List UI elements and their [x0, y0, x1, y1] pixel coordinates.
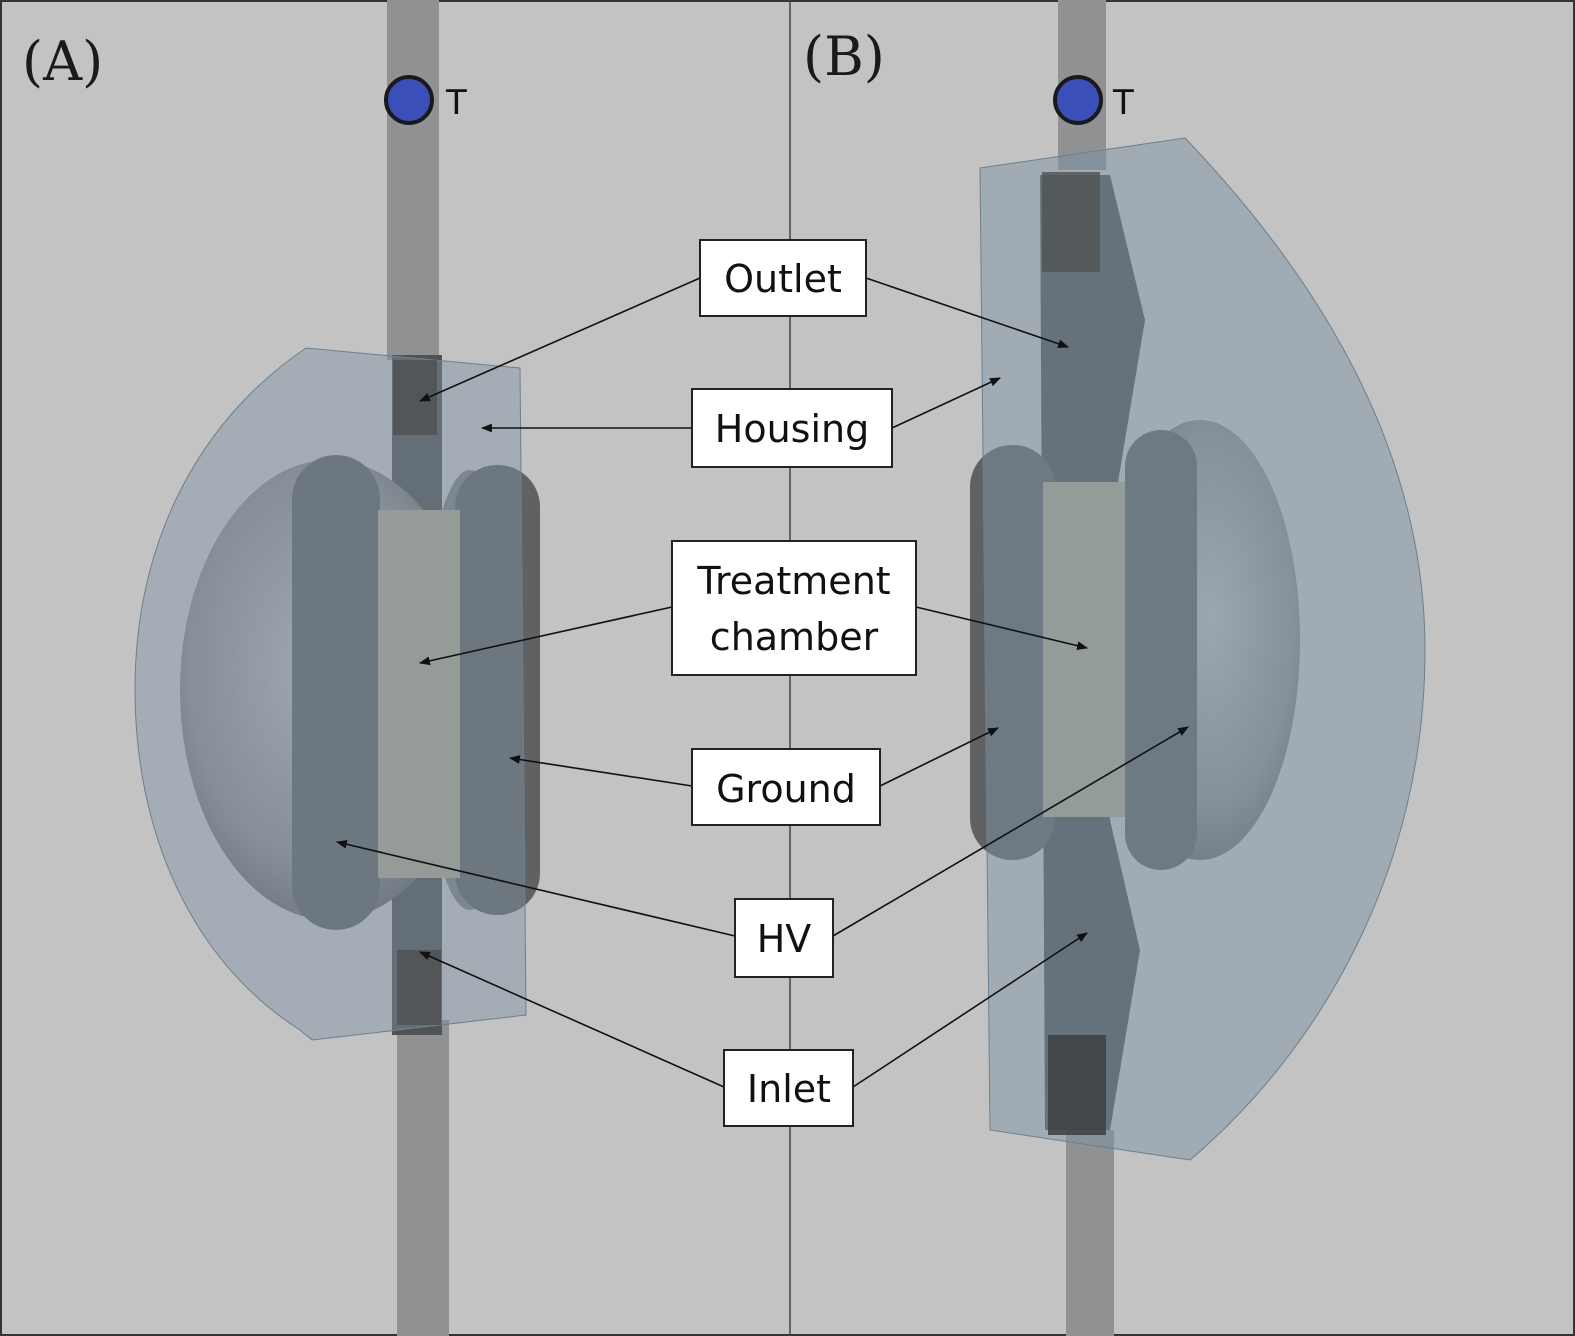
- label-outlet-text: Outlet: [724, 257, 842, 301]
- arrow-outlet-b: [865, 277, 1070, 348]
- arrow-inlet-a: [418, 951, 725, 1088]
- panel-a-tube-bottom: [397, 1020, 449, 1336]
- label-hv-text: HV: [757, 917, 812, 961]
- callout-arrows: [335, 277, 1189, 1088]
- panel-a-inlet-fitting: [397, 950, 441, 1025]
- label-inlet-box: [723, 1049, 854, 1127]
- panel-a-tube-top: [387, 0, 439, 360]
- panel-a-device: T (A): [22, 0, 540, 1336]
- arrow-treatment-b: [915, 606, 1089, 650]
- label-housing: Housing: [691, 388, 893, 468]
- panel-b-outlet-fitting: [1042, 172, 1100, 272]
- panel-a-outlet-fitting: [393, 360, 437, 435]
- label-ground-box: [691, 748, 881, 826]
- panel-a-temperature-sensor-icon: [384, 75, 434, 125]
- panel-b-tube-bottom: [1066, 1130, 1114, 1336]
- arrow-housing-b: [891, 377, 1001, 429]
- label-inlet: Inlet: [723, 1049, 854, 1127]
- panel-a-sensor-label: T: [445, 83, 467, 123]
- label-inlet-text: Inlet: [747, 1067, 831, 1111]
- arrow-treatment-a: [418, 606, 673, 666]
- arrow-hv-b: [832, 726, 1189, 937]
- panel-b-inlet-fitting: [1048, 1035, 1106, 1135]
- label-treatment-line2: chamber: [710, 615, 879, 659]
- label-hv-box: [734, 898, 834, 978]
- panel-a-label: (A): [22, 30, 103, 93]
- label-treatment-chamber: Treatment chamber: [671, 540, 917, 676]
- label-housing-box: [691, 388, 893, 468]
- arrow-hv-a: [335, 839, 736, 937]
- label-treatment-box: [671, 540, 917, 676]
- arrow-ground-a: [508, 755, 693, 787]
- label-treatment-line1: Treatment: [696, 559, 890, 603]
- label-ground: Ground: [691, 748, 881, 826]
- panel-b-label: (B): [803, 25, 885, 88]
- label-housing-text: Housing: [715, 407, 869, 451]
- arrow-ground-b: [879, 727, 999, 787]
- label-outlet-box: [699, 239, 867, 317]
- label-hv: HV: [734, 898, 834, 978]
- panel-b-housing: [979, 137, 1426, 1161]
- panel-a-housing: [134, 347, 527, 1041]
- panel-a-hv-electrode: [292, 455, 380, 930]
- arrow-inlet-b: [852, 932, 1088, 1088]
- label-outlet: Outlet: [699, 239, 867, 317]
- panel-a-treatment-chamber: [378, 510, 460, 878]
- panel-b-sensor-label: T: [1112, 83, 1134, 123]
- panel-a-ground-electrode: [455, 465, 540, 915]
- panel-b-temperature-sensor-icon: [1053, 75, 1103, 125]
- label-ground-text: Ground: [716, 767, 856, 811]
- arrow-outlet-a: [418, 277, 701, 402]
